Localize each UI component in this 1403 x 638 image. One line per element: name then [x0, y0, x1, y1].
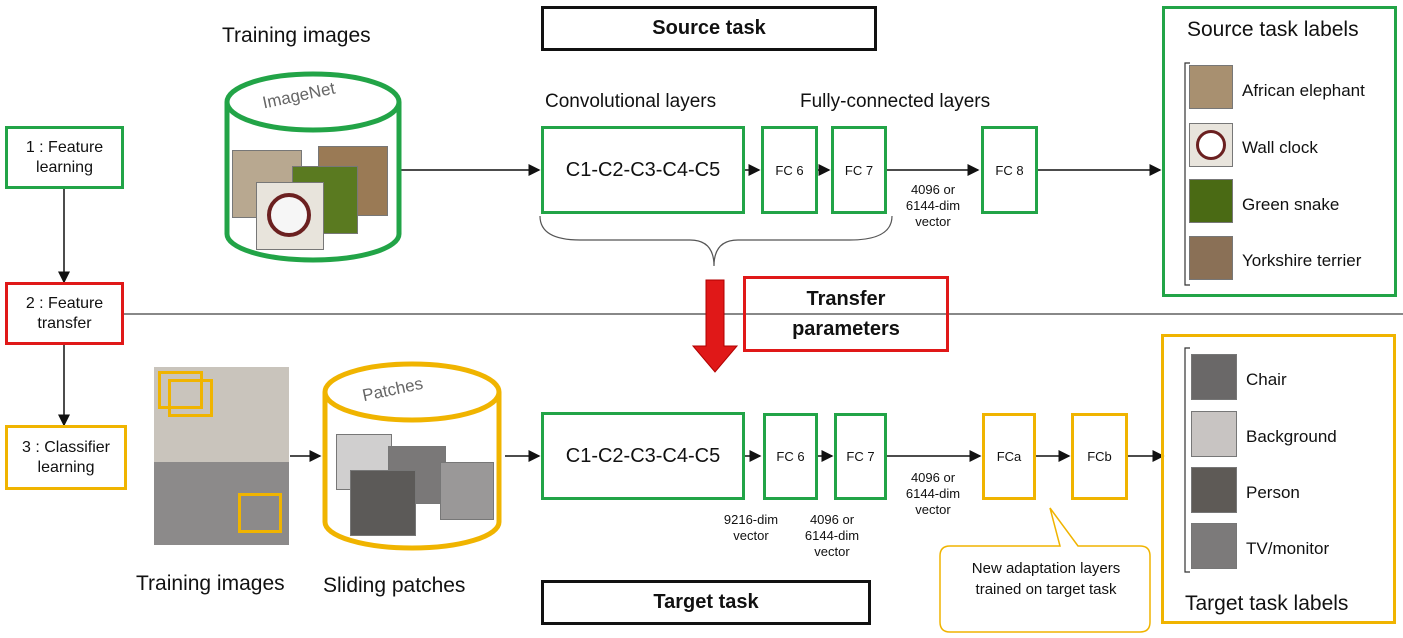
- training-photo: [154, 367, 289, 545]
- fc-layers-title: Fully-connected layers: [800, 91, 991, 112]
- adaptation-callout-text: New adaptation layers trained on target …: [971, 560, 1121, 598]
- source-labels-bracket: [1184, 62, 1190, 286]
- conv-layers-title: Convolutional layers: [545, 91, 717, 112]
- target-label-4: TV/monitor: [1246, 539, 1330, 558]
- transfer-parameters-box: Transfer parameters: [743, 276, 949, 352]
- source-label-2: Wall clock: [1242, 138, 1318, 157]
- source-fc6: FC 6: [761, 126, 818, 214]
- source-task-header: Source task: [541, 6, 877, 51]
- source-thumb-clock: [1189, 123, 1233, 167]
- target-thumb-background: [1191, 411, 1237, 457]
- target-fc6-vector-dim: 4096 or 6144-dim vector: [804, 512, 860, 559]
- target-fc6: FC 6: [763, 413, 818, 500]
- transfer-brace: [539, 215, 893, 267]
- step-classifier-learning: 3 : Classifier learning: [5, 425, 127, 490]
- source-conv-block: C1-C2-C3-C4-C5: [541, 126, 745, 214]
- source-thumb-snake: [1189, 179, 1233, 223]
- callout-bubble: [939, 507, 1151, 633]
- target-task-header: Target task: [541, 580, 871, 625]
- source-labels-panel: [1162, 6, 1397, 297]
- clock-photo: [256, 182, 324, 250]
- source-thumb-terrier: [1189, 236, 1233, 280]
- source-label-1: African elephant: [1242, 81, 1365, 100]
- target-thumb-tv: [1191, 523, 1237, 569]
- target-fc7-vector-dim: 4096 or 6144-dim vector: [905, 470, 961, 517]
- source-labels-title: Source task labels: [1187, 18, 1359, 41]
- step-feature-transfer: 2 : Feature transfer: [5, 282, 124, 345]
- source-fc8: FC 8: [981, 126, 1038, 214]
- source-label-4: Yorkshire terrier: [1242, 251, 1362, 270]
- target-conv-block: C1-C2-C3-C4-C5: [541, 412, 745, 500]
- target-thumb-person: [1191, 467, 1237, 513]
- source-thumb-elephant: [1189, 65, 1233, 109]
- source-vector-dim: 4096 or 6144-dim vector: [905, 182, 961, 229]
- training-images-label-top: Training images: [222, 24, 371, 47]
- target-label-1: Chair: [1246, 370, 1287, 389]
- target-labels-panel: [1161, 334, 1396, 624]
- target-label-3: Person: [1246, 483, 1300, 502]
- patch-photo-4: [350, 470, 416, 536]
- source-label-3: Green snake: [1242, 195, 1340, 214]
- target-thumb-chair: [1191, 354, 1237, 400]
- target-labels-bracket: [1184, 347, 1190, 573]
- patch-photo-3: [440, 462, 494, 520]
- target-label-2: Background: [1246, 427, 1337, 446]
- step-feature-learning: 1 : Feature learning: [5, 126, 124, 189]
- sliding-patches-label: Sliding patches: [323, 574, 466, 597]
- target-fc7: FC 7: [834, 413, 887, 500]
- transfer-arrow: [691, 279, 739, 373]
- target-conv-vector-dim: 9216-dim vector: [723, 512, 779, 543]
- target-labels-title: Target task labels: [1185, 592, 1349, 615]
- training-images-label-bottom: Training images: [136, 572, 285, 595]
- target-fcb: FCb: [1071, 413, 1128, 500]
- target-fca: FCa: [982, 413, 1036, 500]
- source-fc7: FC 7: [831, 126, 887, 214]
